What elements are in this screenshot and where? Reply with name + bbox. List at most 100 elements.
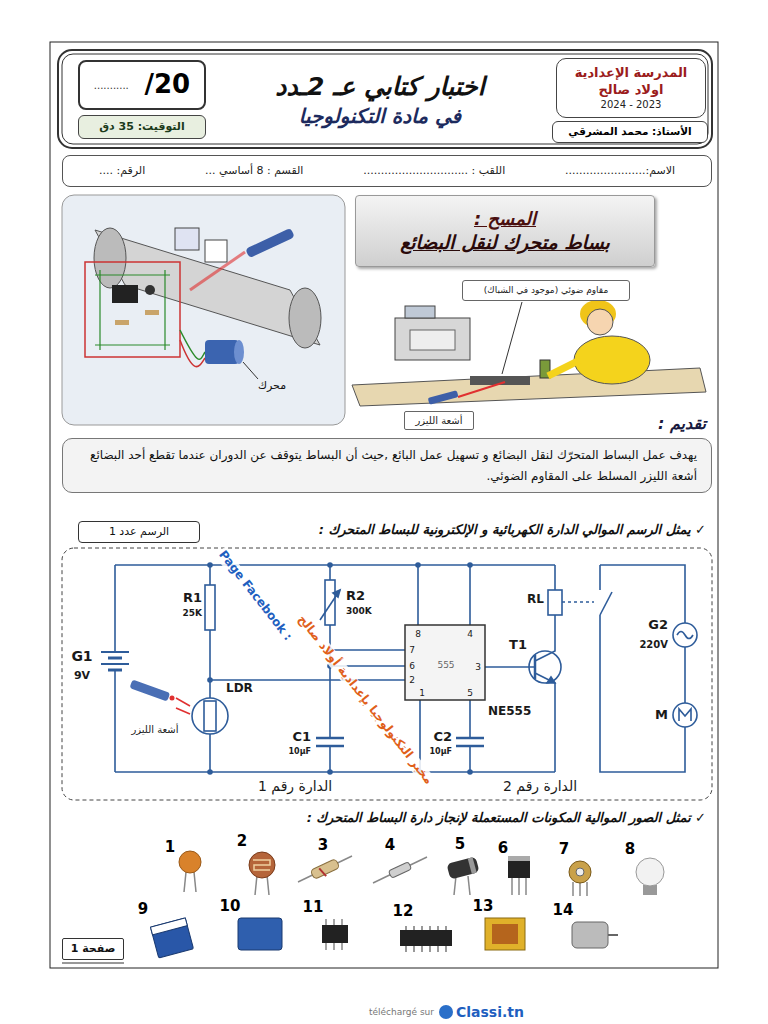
callout-number: 6: [498, 840, 508, 857]
motor-symbol: [673, 703, 697, 727]
transistor-symbol: [529, 651, 561, 683]
transistor-picture: [508, 856, 530, 861]
conveyor-illustration: [145, 285, 155, 295]
site-name: Classi.tn: [456, 1004, 524, 1020]
junction-dot: [327, 562, 333, 568]
potentiometer-picture: [576, 868, 584, 876]
ldr-picture: [253, 860, 270, 870]
ic-picture: [400, 926, 452, 952]
transformer-picture: [485, 918, 525, 950]
relay-symbol: [548, 590, 562, 615]
pin-number: 8: [415, 629, 421, 639]
callout-number: 8: [625, 841, 635, 858]
intro-paragraph-text: يهدف عمل البساط المتحرّك لنقل البضائع و …: [77, 445, 697, 486]
junction-dot: [467, 769, 473, 775]
header-frame: [58, 50, 712, 148]
relay-symbol: [600, 592, 612, 615]
time-box: التوقيت: 35 دق: [78, 115, 206, 139]
diode-picture: [373, 857, 427, 883]
component-name: LDR: [226, 682, 253, 696]
pin-number: 2: [409, 675, 415, 685]
battery-picture: [150, 918, 193, 958]
ldr-symbol: [176, 698, 190, 706]
page-border: [50, 42, 718, 968]
callout-number: 14: [553, 902, 574, 919]
circuit-wires: [485, 565, 555, 772]
page-number-box-text: صفحة 1: [71, 942, 116, 956]
instruction-line: ✓ تمثل الصور الموالية المكونات المستعملة…: [307, 811, 706, 826]
teacher-box: الأستاذ: محمد المشرقي: [552, 121, 708, 143]
conveyor-illustration: [112, 285, 138, 303]
capacitor-symbol: [316, 737, 344, 740]
title-box: اختبار كتابي عـ 2ـددفي مادة التكنولوجيا: [215, 58, 545, 142]
conveyor-illustration: [95, 230, 320, 345]
generator-symbol: [673, 623, 697, 647]
circuit-frame: [62, 548, 712, 800]
conveyor-illustration: [205, 340, 239, 364]
optocoupler-picture: [322, 925, 348, 943]
transistor-picture: [525, 878, 527, 895]
battery-symbol: [101, 652, 129, 670]
conveyor-illustration: [62, 195, 345, 425]
capacitor-symbol: [456, 745, 484, 748]
conveyor-illustration: [234, 340, 244, 364]
transistor-picture: [508, 856, 530, 895]
laser-pen: [170, 696, 175, 701]
conveyor-illustration: [205, 240, 227, 262]
pin-number: 4: [467, 629, 473, 639]
callout-number: 9: [138, 901, 148, 918]
ldr-picture: [249, 852, 275, 895]
pin-number: 5: [467, 688, 473, 698]
laser-label-box: أشعة الليزر: [404, 411, 474, 430]
teacher-box-text: الأستاذ: محمد المشرقي: [568, 125, 691, 139]
generator-symbol: [677, 632, 693, 639]
component-name: T1: [509, 638, 527, 653]
battery-picture: [150, 918, 187, 935]
callout-number: 13: [473, 898, 494, 915]
transistor-picture: [518, 878, 520, 895]
battery-symbol: [101, 651, 129, 653]
callout-number: 12: [393, 903, 414, 920]
transformer-picture: [492, 924, 518, 944]
component-value: 220V: [639, 639, 668, 651]
cashier-illustration: [428, 390, 459, 405]
potentiometer-picture: [572, 882, 574, 896]
download-note: téléchargé sur: [369, 1007, 434, 1017]
circuit-caption: الدارة رقم 2: [503, 778, 577, 794]
motor-symbol: [673, 703, 697, 727]
pin-number: 7: [409, 645, 415, 655]
junction-dot: [207, 562, 213, 568]
component-name: C2: [433, 730, 452, 745]
resistor-symbol: [205, 585, 215, 630]
school-box: المدرسة الإعدادية اولاد صالح2023 - 2024: [556, 58, 706, 118]
school-box-text: 2023 - 2024: [601, 98, 662, 111]
cashier-illustration: [405, 306, 435, 318]
battery-symbol: [108, 657, 122, 660]
title-box-text: في مادة التكنولوجيا: [299, 103, 461, 129]
conveyor-illustration: [245, 228, 295, 258]
potentiometer-picture: [586, 882, 588, 896]
motor-picture: [572, 922, 618, 948]
component-name: R1: [183, 591, 202, 606]
ldr-symbol: [204, 701, 216, 731]
conveyor-illustration: [94, 228, 126, 288]
score-box-text: ...........: [94, 79, 129, 92]
diode-picture: [373, 857, 427, 883]
watermark: مخبر التكنولوجيا بإعدادية أولاد صالح: [294, 611, 437, 788]
ldr-symbol: [176, 708, 190, 714]
battery-symbol: [101, 663, 129, 665]
ic-picture: [400, 930, 452, 946]
ceramic-capacitor-picture: [179, 851, 201, 892]
relay-symbol: [548, 590, 612, 615]
student-info-row-text: الاسم:.......................: [565, 164, 675, 178]
component-value: 300K: [346, 606, 372, 616]
ceramic-capacitor-picture: [179, 851, 201, 873]
score-box: .........../20: [78, 60, 206, 110]
relay-picture: [238, 918, 282, 950]
component-value: 10µF: [430, 747, 452, 756]
laser-label-box-text: أشعة الليزر: [415, 414, 462, 427]
resistor-picture: [310, 859, 340, 880]
